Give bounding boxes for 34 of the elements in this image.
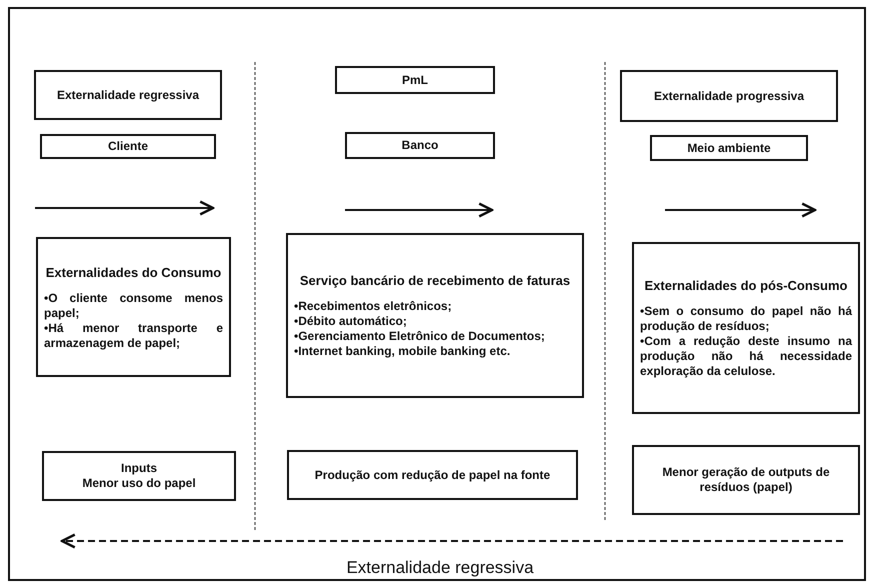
- bullet-item: •Débito automático;: [294, 314, 408, 329]
- arrow-caption: Externalidade regressiva: [345, 558, 535, 578]
- text-box: [36, 237, 231, 377]
- label-box: [42, 451, 236, 501]
- label-box: [345, 132, 495, 159]
- bullet-item: •Recebimentos eletrônicos;: [294, 299, 453, 314]
- box-heading: Externalidades do pós-Consumo: [644, 277, 848, 294]
- bullet-item: •Sem o consumo do papel não há produção de resíduos;: [640, 304, 852, 334]
- box-label: Banco: [400, 138, 440, 153]
- bullet-item: •Há menor transporte e armazenagem de papel;: [44, 320, 223, 350]
- label-box: [335, 66, 495, 94]
- label-box: [34, 70, 222, 120]
- bullet-item: •Internet banking, mobile banking etc.: [294, 344, 512, 359]
- label-box: [40, 134, 216, 159]
- text-box: [286, 233, 584, 398]
- box-label: Meio ambiente: [686, 140, 772, 156]
- label-box: [287, 450, 578, 500]
- box-heading: Externalidades do Consumo: [44, 264, 222, 280]
- box-label: Externalidade regressiva: [56, 88, 200, 102]
- text-box: [632, 242, 860, 414]
- box-label: Inputs: [120, 461, 158, 476]
- label-box: [620, 70, 838, 122]
- label-box: [650, 135, 808, 161]
- bullet-item: •O cliente consome menos papel;: [44, 290, 223, 320]
- bullet-item: •Gerenciamento Eletrônico de Documentos;: [294, 329, 546, 344]
- box-label: Menor uso do papel: [81, 476, 197, 491]
- box-label: PmL: [400, 72, 429, 88]
- box-label: Produção com redução de papel na fonte: [314, 468, 552, 482]
- box-label: Cliente: [106, 139, 149, 154]
- box-label: Externalidade progressiva: [652, 88, 806, 104]
- label-box: [632, 445, 860, 515]
- bullet-item: •Com a redução deste insumo na produção não há necessidade exploração da celulose.: [640, 334, 852, 379]
- box-label: Menor geração de outputs de resíduos (papel): [661, 465, 831, 495]
- box-heading: Serviço bancário de recebimento de faturas: [298, 272, 572, 289]
